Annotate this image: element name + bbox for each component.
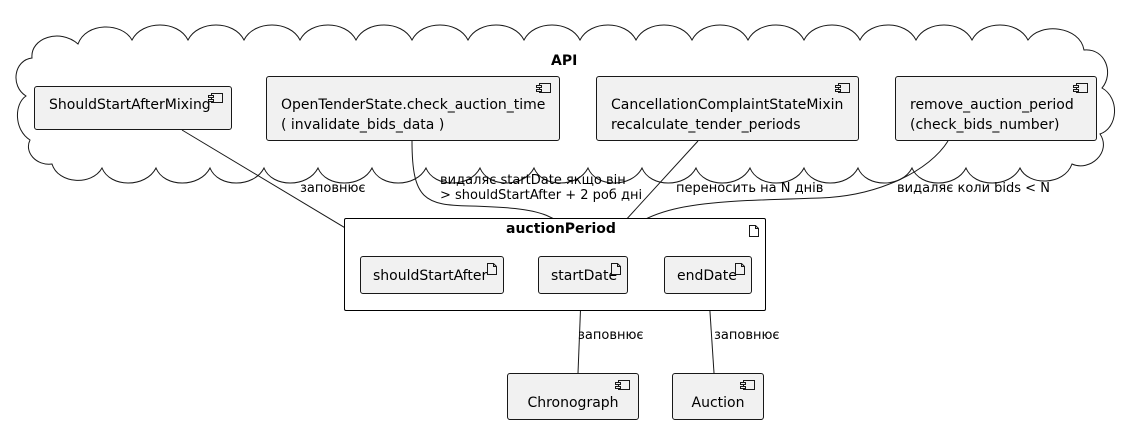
component-auction[interactable]: Auction: [672, 373, 764, 420]
artifact-label: startDate: [551, 268, 618, 284]
component-icon: [208, 93, 223, 103]
artifact-end-date[interactable]: endDate: [664, 256, 752, 294]
artifact-label: endDate: [677, 268, 737, 284]
artifact-start-date[interactable]: startDate: [538, 256, 628, 294]
component-open-tender-state[interactable]: OpenTenderState.check_auction_time ( inv…: [266, 76, 560, 141]
component-label: remove_auction_period (check_bids_number…: [910, 97, 1074, 133]
edge-label-chronograph-fills: заповнює: [578, 328, 644, 343]
artifact-label: shouldStartAfter: [373, 268, 488, 284]
edge-label-moves-n-days: переносить на N днів: [676, 181, 824, 196]
file-icon: [749, 225, 759, 237]
component-label: Auction: [691, 395, 745, 411]
component-label: CancellationComplaintStateMixin recalcul…: [611, 97, 844, 133]
component-icon: [740, 380, 755, 390]
edge-label-removes-when-bids: видаляє коли bids < N: [897, 181, 1050, 196]
component-icon: [1073, 83, 1088, 93]
component-label: ShouldStartAfterMixing: [49, 97, 211, 113]
edge-label-removes-start-date: видаляє startDate якщо він > shouldStart…: [440, 173, 643, 203]
artifact-should-start-after[interactable]: shouldStartAfter: [360, 256, 504, 294]
edge-label-fills-should-start: заповнює: [300, 181, 366, 196]
edge-label-auction-fills: заповнює: [714, 328, 780, 343]
component-remove-auction-period[interactable]: remove_auction_period (check_bids_number…: [895, 76, 1097, 141]
component-icon: [536, 83, 551, 93]
file-icon: [735, 263, 745, 275]
component-label: OpenTenderState.check_auction_time ( inv…: [281, 97, 546, 133]
component-chronograph[interactable]: Chronograph: [507, 373, 639, 420]
package-title: auctionPeriod: [506, 221, 616, 237]
component-label: Chronograph: [527, 395, 619, 411]
component-cancellation-complaint-mixin[interactable]: CancellationComplaintStateMixin recalcul…: [596, 76, 859, 141]
component-should-start-after-mixing[interactable]: ShouldStartAfterMixing: [34, 86, 232, 130]
file-icon: [487, 263, 497, 275]
component-icon: [835, 83, 850, 93]
api-cloud-shape: [15, 24, 1115, 184]
api-cloud-title: API: [551, 53, 578, 69]
component-icon: [615, 380, 630, 390]
file-icon: [611, 263, 621, 275]
